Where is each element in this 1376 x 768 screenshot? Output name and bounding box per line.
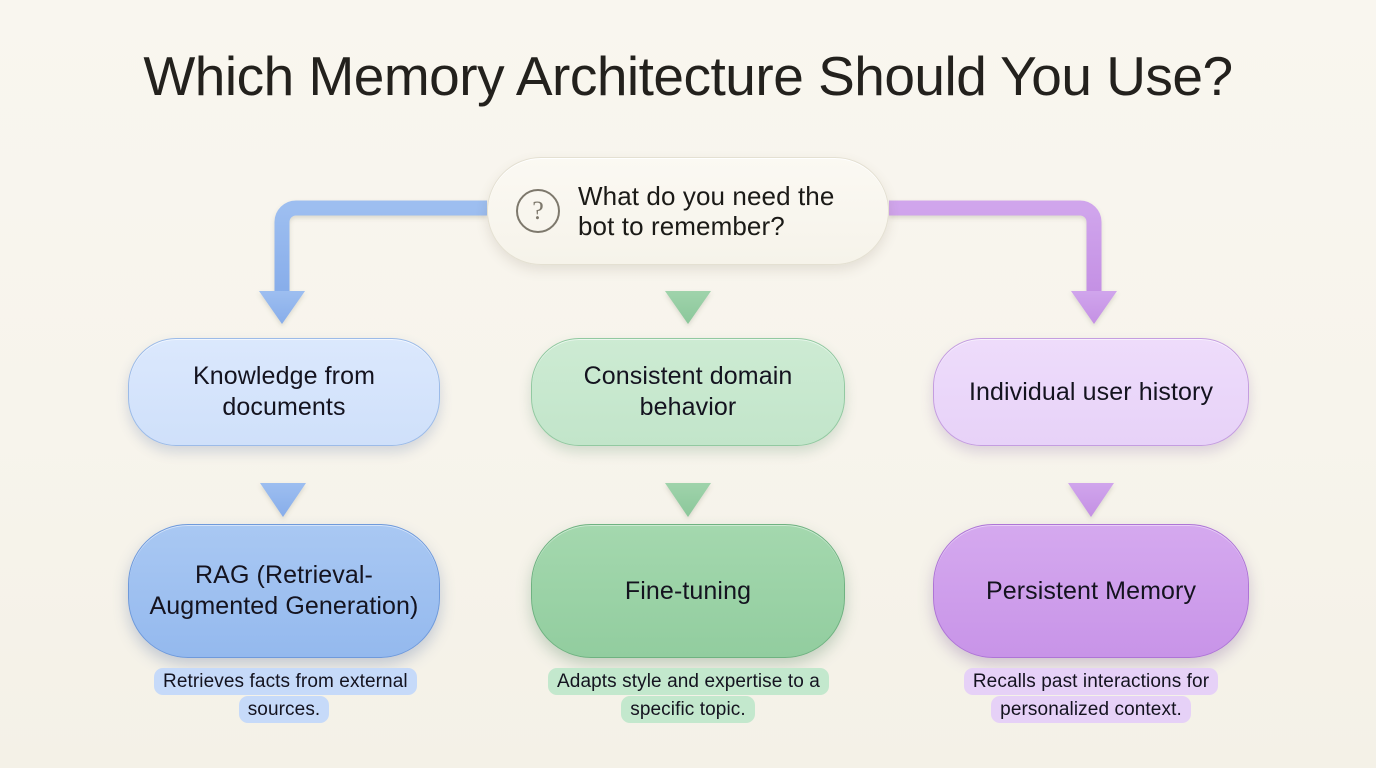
caption-rag: Retrieves facts from external sources. [154,668,417,723]
edge-question-to-knowledge [259,200,487,324]
caption-persistent-text: Recalls past interactions for personaliz… [963,668,1219,723]
edge-question-to-consistent [665,266,711,324]
condition-node-consistent-label: Consistent domain behavior [583,362,793,421]
condition-node-individual[interactable]: Individual user history [933,338,1249,446]
caption-persistent: Recalls past interactions for personaliz… [946,668,1236,723]
condition-node-individual-label: Individual user history [968,377,1214,406]
question-mark-circle-icon: ? [516,189,560,233]
answer-node-persistent-label: Persistent Memory [985,576,1197,605]
edge-question-to-individual [889,200,1117,324]
page-title: Which Memory Architecture Should You Use… [143,45,1233,107]
edge-individual-to-persistent [1068,445,1114,517]
caption-finetuning: Adapts style and expertise to a specific… [548,668,829,723]
question-node[interactable]: ? What do you need the bot to remember? [487,157,889,265]
caption-finetuning-text: Adapts style and expertise to a specific… [548,668,829,723]
answer-node-rag-label: RAG (Retrieval-Augmented Generation) [149,561,419,620]
answer-node-persistent[interactable]: Persistent Memory [933,524,1249,658]
condition-node-knowledge[interactable]: Knowledge from documents [128,338,440,446]
condition-node-consistent[interactable]: Consistent domain behavior [531,338,845,446]
answer-node-rag[interactable]: RAG (Retrieval-Augmented Generation) [128,524,440,658]
caption-rag-text: Retrieves facts from external sources. [154,668,417,723]
edge-knowledge-to-rag [260,445,306,517]
answer-node-finetuning[interactable]: Fine-tuning [531,524,845,658]
edge-consistent-to-finetuning [665,445,711,517]
question-node-label: What do you need the bot to remember? [578,180,835,241]
condition-node-knowledge-label: Knowledge from documents [192,362,376,421]
answer-node-finetuning-label: Fine-tuning [624,576,752,605]
